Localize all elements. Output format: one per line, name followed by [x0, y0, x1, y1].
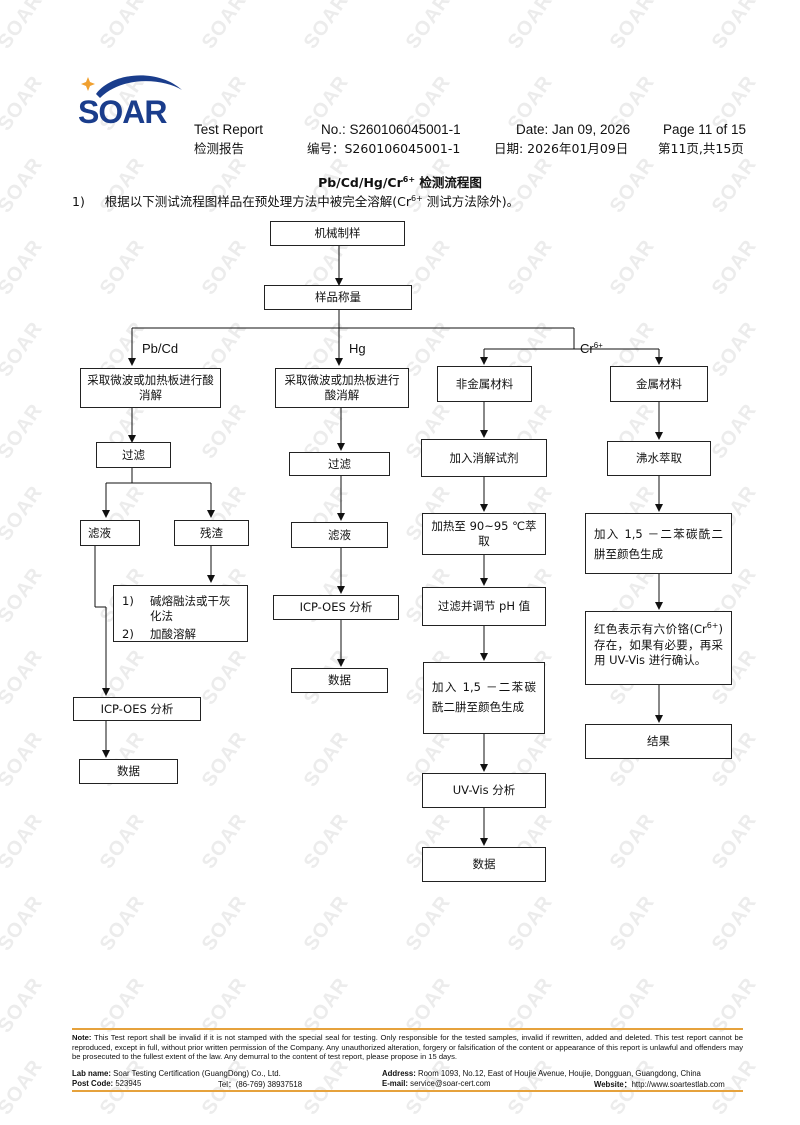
residue-step-2: 2)加酸溶解	[122, 627, 196, 641]
metal-title-box: 金属材料	[610, 366, 708, 402]
footer-address: Address: Room 1093, No.12, East of Houji…	[382, 1069, 701, 1078]
nonmetal-reagent-box: 加入消解试剂	[421, 439, 547, 477]
footer-tel: Tel：(86-769) 38937518	[218, 1080, 303, 1089]
footer-lab: Lab name: Soar Testing Certification (Gu…	[72, 1069, 281, 1078]
footer-post: Post Code: 523945	[72, 1079, 142, 1088]
footer-note: Note: This Test report shall be invalid …	[72, 1033, 743, 1062]
flow-box-weighing: 样品称量	[264, 285, 412, 310]
metal-result-box: 结果	[585, 724, 732, 759]
metal-red-box: 红色表示有六价铬(Cr6+)存在，如果有必要，再采用 UV-Vis 进行确认。	[585, 611, 732, 685]
footer-top-rule	[72, 1028, 743, 1030]
metal-color-box: 加入 1,5 －二苯碳酰二肼至颜色生成	[585, 513, 732, 574]
footer-bottom-rule	[72, 1090, 743, 1092]
header-date-en: Date: Jan 09, 2026	[516, 122, 631, 137]
hg-digest-box: 采取微波或加热板进行酸消解	[275, 368, 409, 408]
nonmetal-title-box: 非金属材料	[437, 366, 532, 402]
header-no-en: No.: S260106045001-1	[321, 122, 461, 137]
intro-note: 1) 根据以下测试流程图样品在预处理方法中被完全溶解(Cr6+ 测试方法除外)。	[72, 194, 520, 209]
branch-label-cr: Cr6+	[580, 341, 603, 356]
nonmetal-uv-box: UV-Vis 分析	[422, 773, 546, 808]
footer-email: E-mail: service@soar-cert.com	[382, 1079, 491, 1088]
hg-filtrate-box: 滤液	[291, 522, 388, 548]
header-page-cn: 第11页,共15页	[658, 141, 744, 156]
metal-boil-box: 沸水萃取	[607, 441, 711, 476]
company-logo: SOAR	[78, 72, 186, 150]
nonmetal-ph-box: 过滤并调节 pH 值	[422, 587, 546, 626]
pbcd-data-box: 数据	[79, 759, 178, 784]
logo-swoosh-icon	[81, 75, 182, 98]
hg-data-box: 数据	[291, 668, 388, 693]
header-page-en: Page 11 of 15	[663, 122, 747, 137]
pbcd-residue-box: 残渣	[174, 520, 249, 546]
header-date-cn: 日期: 2026年01月09日	[494, 141, 629, 156]
page-title: Pb/Cd/Hg/Cr6+ 检测流程图	[318, 175, 482, 190]
pbcd-filter-box: 过滤	[96, 442, 171, 468]
hg-filter-box: 过滤	[289, 452, 390, 476]
footer-website: Website：http://www.soartestlab.com	[594, 1080, 725, 1089]
header-no-cn: 编号：S260106045001-1	[307, 141, 461, 156]
flow-box-mechanical-prep: 机械制样	[270, 221, 405, 246]
residue-step-1: 1)碱熔融法或干灰化法	[122, 594, 231, 623]
nonmetal-data-box: 数据	[422, 847, 546, 882]
hg-icp-box: ICP-OES 分析	[273, 595, 399, 620]
logo-text: SOAR	[78, 94, 167, 130]
pbcd-icp-box: ICP-OES 分析	[73, 697, 201, 721]
pbcd-filtrate-box: 滤液	[80, 520, 140, 546]
header-report-cn: 检测报告	[194, 141, 245, 156]
nonmetal-color-box: 加入 1,5 －二苯碳酰二肼至颜色生成	[423, 662, 545, 734]
nonmetal-heat-box: 加热至 90~95 ℃萃取	[422, 513, 546, 555]
header-report-en: Test Report	[194, 122, 264, 137]
pbcd-digest-box: 采取微波或加热板进行酸消解	[80, 368, 221, 408]
branch-label-hg: Hg	[349, 341, 366, 356]
branch-label-pbcd: Pb/Cd	[142, 341, 179, 356]
pbcd-residue-steps-box: 1)碱熔融法或干灰化法 2)加酸溶解	[113, 585, 248, 642]
logo-star-icon	[81, 77, 95, 91]
